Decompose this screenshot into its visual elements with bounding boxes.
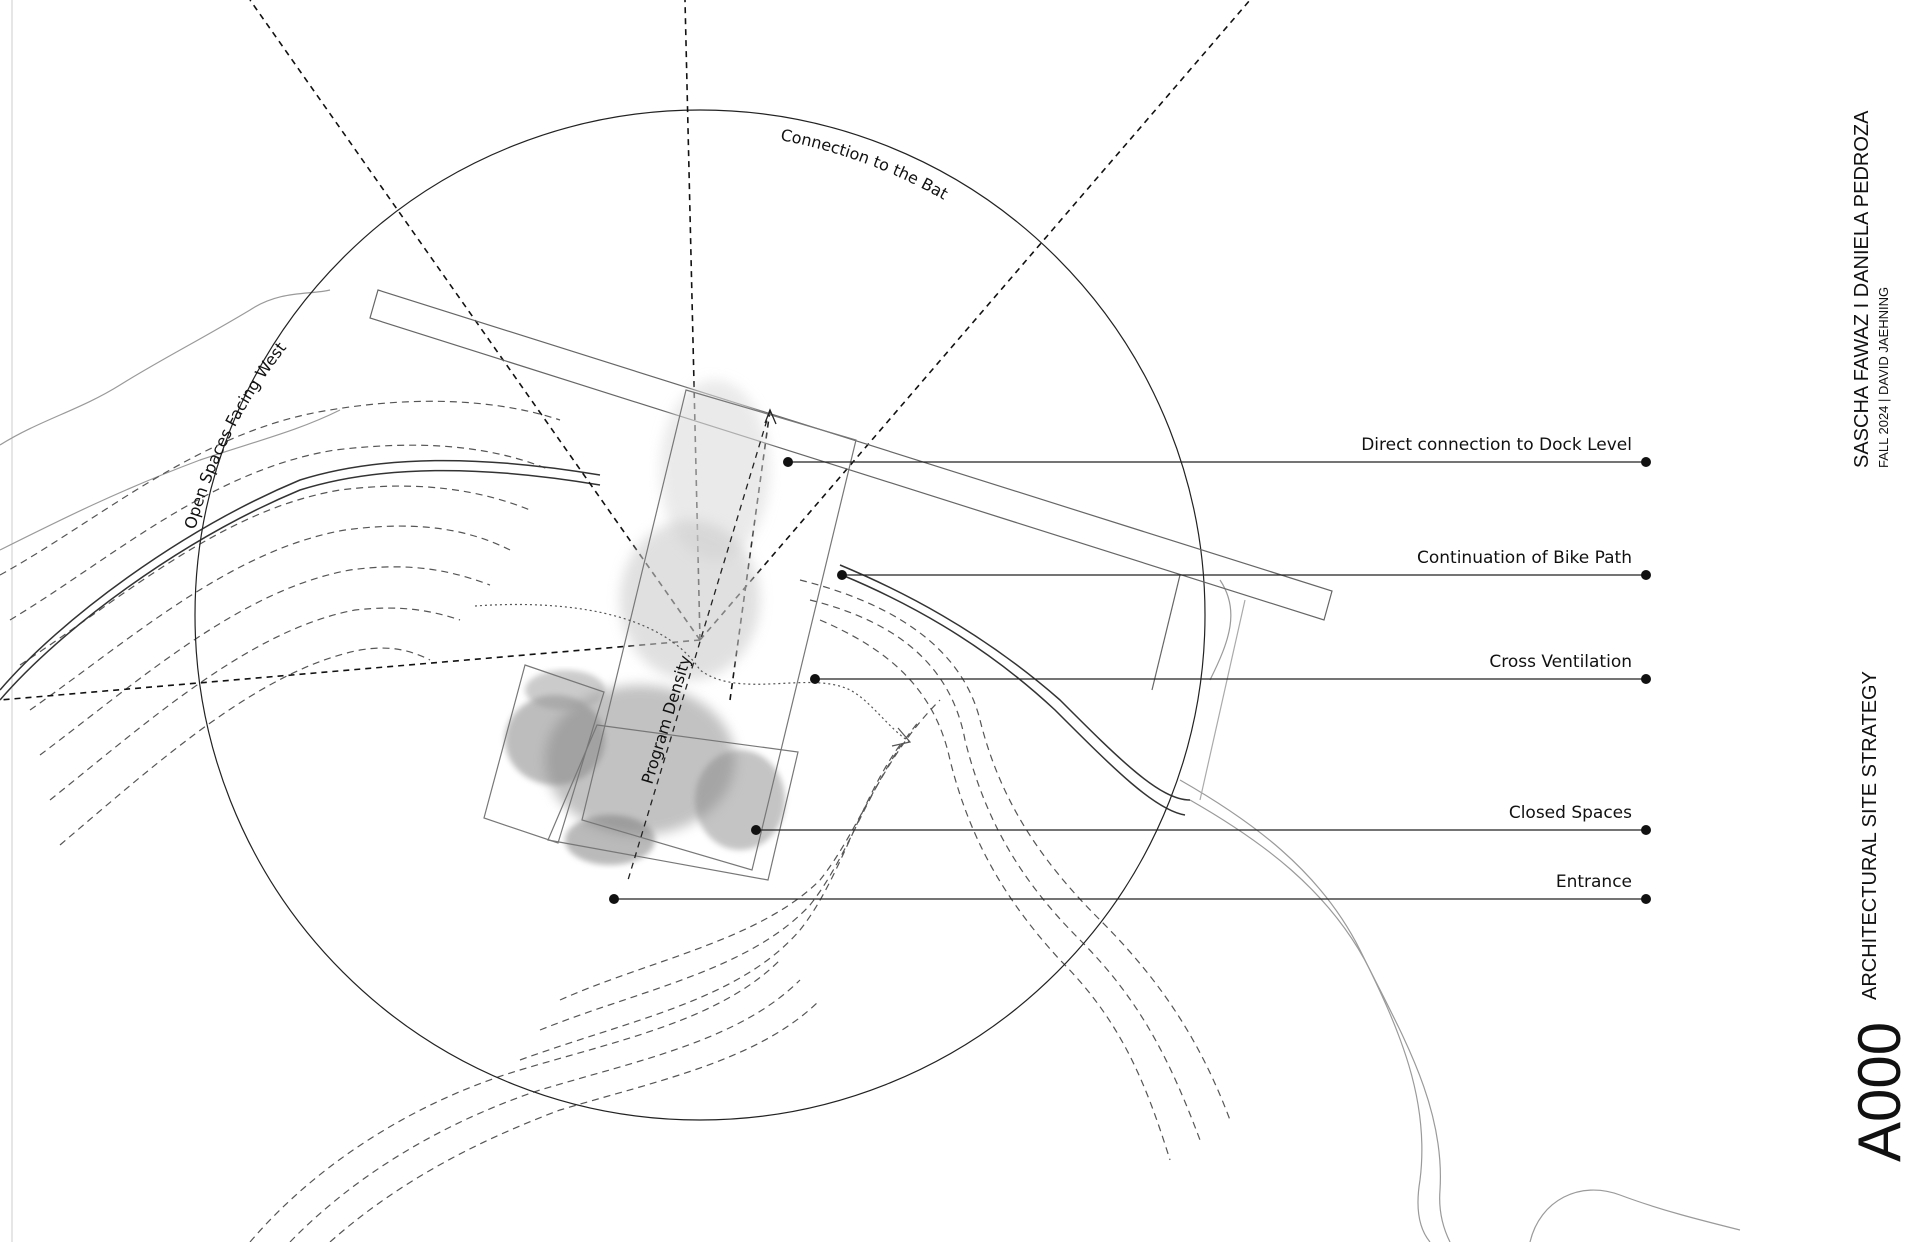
callout-dock: Direct connection to Dock Level [1361,435,1632,455]
callout-ventilation: Cross Ventilation [1489,652,1632,672]
callout-leaders [614,461,1646,900]
terrain-lines [0,289,1741,1242]
term-instructor: FALL 2024 | DAVID JAEHNING [1876,287,1891,468]
site-radius-circle [194,109,1206,1121]
callout-closed: Closed Spaces [1509,803,1632,823]
program-volume [483,380,857,881]
callout-bike: Continuation of Bike Path [1417,548,1632,568]
sheet-title: ARCHITECTURAL SITE STRATEGY [1859,671,1881,1000]
label-connection-to-bat: Connection to the Bat [779,125,951,203]
title-block: SASCHA FAWAZ I DANIELA PEDROZA FALL 2024… [1846,110,1913,1162]
dock-strip [369,289,1333,801]
callout-dots [609,457,1651,904]
callout-entrance: Entrance [1556,872,1632,892]
authors: SASCHA FAWAZ I DANIELA PEDROZA [1851,110,1873,468]
bike-path-lines [0,459,1191,816]
sheet-number: A000 [1846,1022,1913,1162]
ventilation-flow [474,603,912,747]
callout-labels: Direct connection to Dock Level Continua… [1361,435,1632,892]
contour-lines [0,400,1231,1242]
